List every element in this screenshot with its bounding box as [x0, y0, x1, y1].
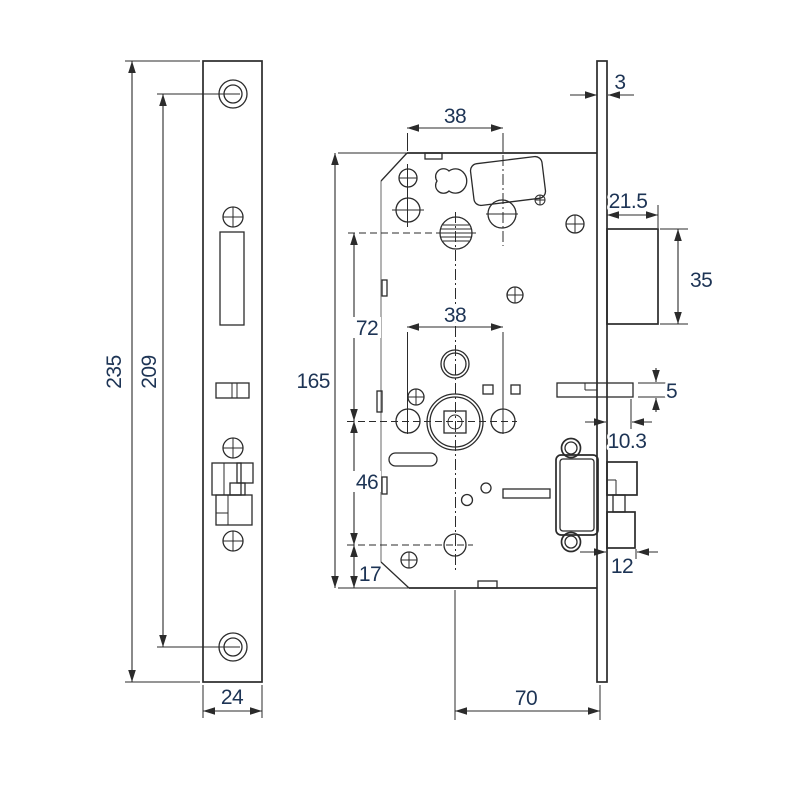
phillips-screw-icon [222, 530, 244, 552]
dim-label-plate-width: 24 [221, 686, 244, 709]
aux-bolt-cutout [215, 382, 250, 399]
dim-label-latch-projection: 21.5 [609, 190, 648, 213]
latch-bolt [606, 228, 659, 325]
dim-label-follower-to-cylinder: 46 [356, 471, 378, 494]
dim-label-body-height: 165 [296, 370, 330, 393]
body-chamfers [380, 152, 410, 589]
phillips-screw-icon [506, 286, 524, 304]
dimension-deadbolt-projection: 12 [580, 548, 658, 581]
phillips-screw-icon [565, 214, 585, 234]
dimension-plate-height: 235 [101, 60, 200, 683]
faceplate-edge [596, 60, 608, 683]
bottom-edge-notch [477, 580, 498, 589]
left-edge-tabs [376, 279, 388, 495]
dim-label-top-hole-spacing: 38 [444, 105, 466, 128]
dimension-follower-hole-spacing: 38 [407, 302, 504, 434]
rect-slot [502, 488, 551, 499]
dimension-latch-height: 35 [660, 228, 715, 325]
upper-hub-hole [486, 199, 518, 229]
dim-label-aux-bolt-thickness: 5 [666, 380, 677, 403]
latch-cutout [219, 231, 245, 326]
phillips-screw-icon [398, 168, 418, 188]
dim-label-faceplate-thickness: 3 [614, 71, 625, 94]
dim-label-cylinder-to-bottom: 17 [359, 563, 381, 586]
slot-hole [388, 452, 438, 467]
dimension-cylinder-to-bottom: 17 [350, 545, 384, 589]
phillips-screw-icon [534, 194, 546, 206]
faceplate-outline [202, 60, 263, 683]
auxiliary-bolt [556, 382, 634, 398]
dim-label-follower-hole-spacing: 38 [444, 304, 466, 327]
dimension-aux-bolt-thickness: 5 [638, 368, 680, 412]
top-edge-notch [424, 152, 443, 160]
lock-body-side-view [347, 60, 659, 683]
dimension-latch-projection: 21.5 [606, 188, 659, 228]
dim-label-grille-to-follower: 72 [356, 317, 378, 340]
dimension-aux-bolt-projection: 10.3 [585, 399, 652, 456]
small-hole [480, 482, 492, 494]
phillips-screw-icon [400, 551, 418, 569]
dimension-top-hole-spacing: 38 [407, 103, 504, 246]
dimension-plate-width: 24 [202, 684, 263, 718]
dimension-follower-to-cylinder: 46 [350, 421, 381, 545]
tilted-cover-plate [469, 155, 547, 207]
dimension-faceplate-thickness: 3 [570, 69, 634, 99]
dim-label-plate-height: 235 [103, 355, 126, 389]
dim-label-screw-spacing: 209 [138, 355, 161, 389]
deadbolt [555, 437, 638, 553]
mounting-hole [392, 197, 424, 223]
phillips-screw-icon [222, 437, 244, 459]
phillips-screw-icon [407, 388, 425, 406]
dim-label-latch-height: 35 [690, 269, 712, 292]
dimension-screw-spacing: 209 [136, 93, 240, 648]
dim-label-aux-bolt-projection: 10.3 [608, 430, 647, 453]
dimensions: 235 209 24 3 38 165 [101, 60, 715, 720]
faceplate-front-view [202, 60, 263, 683]
square-hole [482, 384, 494, 395]
small-hole [460, 493, 474, 507]
square-hole [510, 384, 521, 395]
cam-plate [434, 168, 468, 194]
dimension-backset: 70 [454, 590, 601, 720]
phillips-screw-icon [222, 206, 244, 228]
deadbolt-stepped-cutout [211, 462, 254, 526]
dimension-body-height: 165 [294, 152, 409, 589]
dimension-grille-to-follower: 72 [350, 233, 381, 421]
dim-label-deadbolt-projection: 12 [611, 555, 633, 578]
dim-label-backset: 70 [515, 687, 537, 710]
